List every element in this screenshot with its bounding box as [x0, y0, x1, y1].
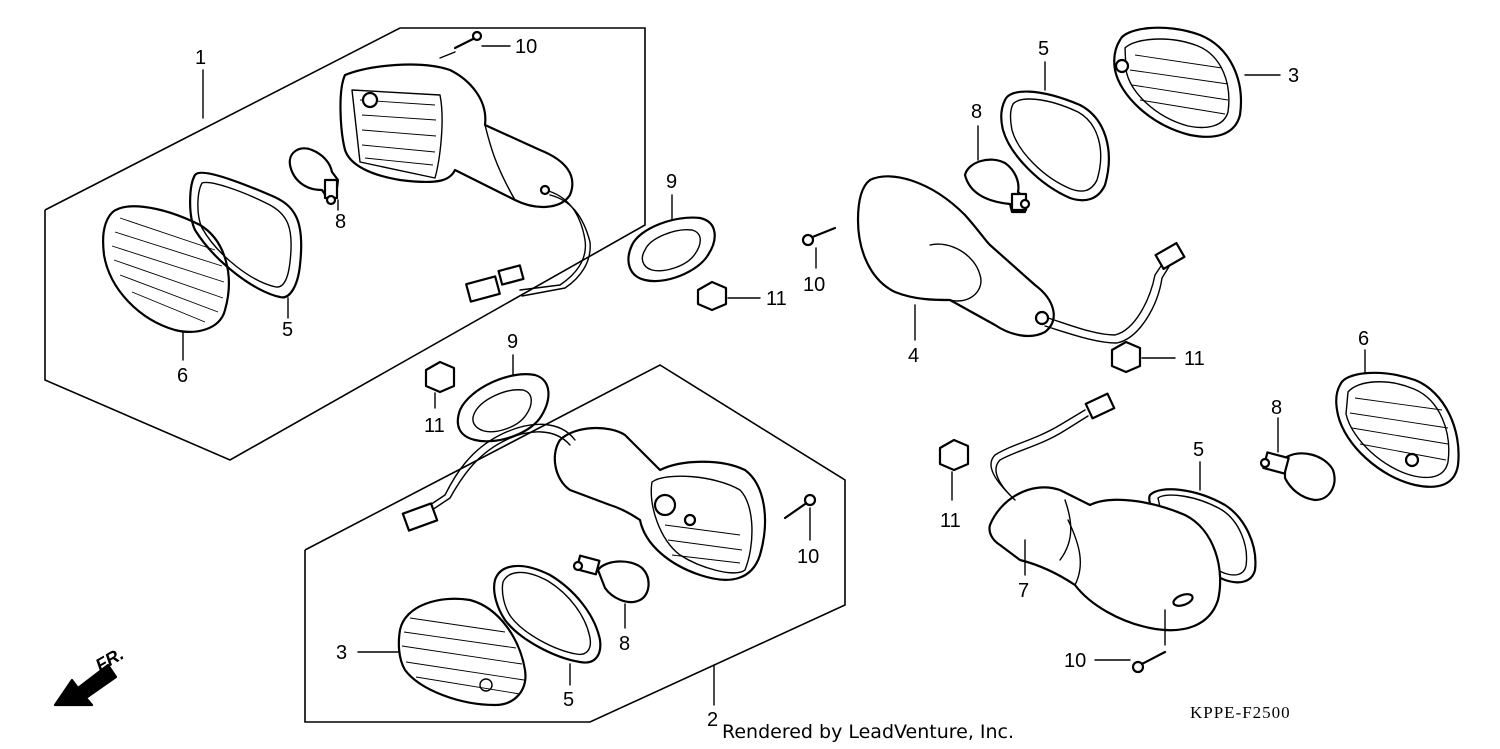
callout-8: 8: [619, 633, 630, 655]
housing-7: [988, 392, 1222, 646]
callout-10: 10: [515, 36, 537, 58]
lens-3-lower: [357, 597, 527, 707]
lens-3-upper: [1113, 26, 1281, 138]
gasket-5-left: [189, 171, 303, 319]
housing-4: [856, 175, 1186, 344]
callout-10: 10: [1064, 650, 1086, 672]
assembly-group-2: [304, 364, 846, 723]
callout-11: 11: [424, 415, 445, 437]
callout-3: 3: [1288, 65, 1299, 87]
callout-5: 5: [1193, 439, 1204, 461]
lens-6-right: [1335, 349, 1460, 488]
callout-11: 11: [940, 510, 961, 532]
callout-labels: 1 10 6 5 8 9 11 9 11 2 3 5 8 10 5 3 8 10…: [177, 36, 1369, 731]
callout-2: 2: [707, 709, 718, 731]
callout-3: 3: [336, 642, 347, 664]
callout-9: 9: [507, 331, 518, 353]
callout-1: 1: [195, 47, 206, 69]
render-credit: Rendered by LeadVenture, Inc.: [722, 721, 1014, 743]
gasket-5-upper-right: [1000, 61, 1110, 202]
callout-11: 11: [766, 288, 787, 310]
callout-5: 5: [1038, 38, 1049, 60]
grommet-9-upper: [627, 194, 716, 283]
callout-6: 6: [1358, 328, 1369, 350]
screw-10-middle: [783, 493, 817, 541]
bulb-8-upper-right: [963, 125, 1031, 214]
callout-5: 5: [282, 319, 293, 341]
nut-11-upper: [696, 280, 761, 312]
callout-8: 8: [1271, 397, 1282, 419]
callout-10: 10: [803, 274, 825, 296]
callout-8: 8: [971, 101, 982, 123]
grommet-9-lower: [456, 354, 550, 443]
screw-10-right-middle: [801, 226, 837, 269]
bulb-8-right: [1259, 417, 1336, 502]
callout-7: 7: [1018, 580, 1029, 602]
nut-11-left: [424, 360, 456, 409]
lens-6-left: [102, 205, 230, 361]
housing-2: [401, 423, 767, 581]
callout-9: 9: [666, 171, 677, 193]
callout-8: 8: [335, 211, 346, 233]
nut-11-right-middle: [1110, 340, 1176, 374]
bulb-8-left: [288, 147, 340, 211]
callout-6: 6: [177, 365, 188, 387]
screw-10-right-lower: [1094, 650, 1167, 674]
direction-label: FR.: [92, 644, 127, 676]
callout-11: 11: [1184, 348, 1205, 370]
callout-4: 4: [908, 345, 919, 367]
assembly-group-1: [44, 27, 646, 461]
diagram-code: KPPE-F2500: [1190, 703, 1291, 722]
callout-10: 10: [797, 546, 819, 568]
bulb-8-lower: [572, 554, 650, 629]
screw-10-top: [453, 30, 511, 50]
housing-1: [339, 51, 591, 303]
nut-11-right-lower: [938, 438, 970, 501]
front-direction-arrow: FR.: [53, 644, 127, 707]
callout-5: 5: [563, 689, 574, 711]
gasket-5-lower: [493, 564, 602, 686]
